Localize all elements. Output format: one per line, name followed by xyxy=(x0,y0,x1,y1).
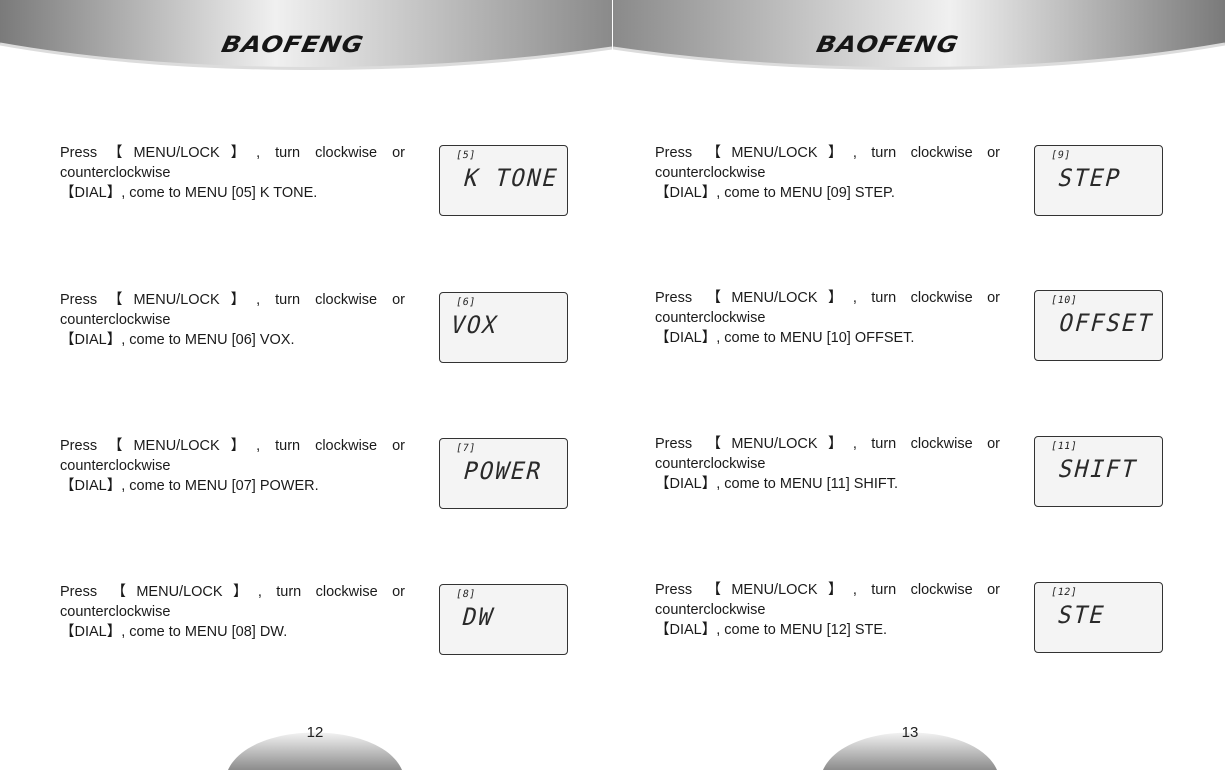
entry-line: counterclockwise xyxy=(60,312,171,328)
menu-entry-10: Press 【MENU/LOCK】, turn clockwise or cou… xyxy=(655,288,1000,348)
entry-line: Press 【MENU/LOCK】, turn clockwise or xyxy=(655,582,1000,598)
page-right: BAOFENG Press 【MENU/LOCK】, turn clockwis… xyxy=(613,0,1225,770)
lcd-display-06: [6] VOX xyxy=(439,292,568,363)
entry-line: 【DIAL】, come to MENU [07] POWER. xyxy=(60,478,319,494)
header-banner xyxy=(0,0,612,71)
lcd-menu-text: SHIFT xyxy=(1055,455,1141,483)
lcd-menu-text: VOX xyxy=(447,311,502,339)
entry-line: Press 【MENU/LOCK】, turn clockwise or xyxy=(655,436,1000,452)
menu-entry-09: Press 【MENU/LOCK】, turn clockwise or cou… xyxy=(655,143,1000,203)
entry-line: 【DIAL】, come to MENU [11] SHIFT. xyxy=(655,476,899,492)
entry-line: 【DIAL】, come to MENU [06] VOX. xyxy=(60,332,295,348)
entry-line: 【DIAL】, come to MENU [10] OFFSET. xyxy=(655,330,915,346)
lcd-menu-text: OFFSET xyxy=(1055,309,1157,337)
entry-line: 【DIAL】, come to MENU [09] STEP. xyxy=(655,185,895,201)
lcd-menu-text: STEP xyxy=(1055,164,1125,192)
entry-line: Press 【MENU/LOCK】, turn clockwise or xyxy=(655,290,1000,306)
page-left: BAOFENG Press【MENU/LOCK】, turn clockwise… xyxy=(0,0,612,770)
header-banner xyxy=(613,0,1225,71)
entry-line: Press【MENU/LOCK】, turn clockwise or xyxy=(60,292,405,308)
lcd-menu-number: [5] xyxy=(455,150,477,161)
lcd-display-09: [9] STEP xyxy=(1034,145,1163,216)
lcd-menu-text: K TONE xyxy=(460,164,562,192)
page-number: 13 xyxy=(901,724,919,741)
entry-line: 【DIAL】, come to MENU [08] DW. xyxy=(60,624,288,640)
menu-entry-06: Press【MENU/LOCK】, turn clockwise or coun… xyxy=(60,290,405,350)
lcd-menu-text: DW xyxy=(459,603,498,631)
lcd-display-11: [11] SHIFT xyxy=(1034,436,1163,507)
entry-line: Press【MENU/LOCK】, turn clockwise or xyxy=(60,145,405,161)
entry-line: counterclockwise xyxy=(655,310,766,326)
lcd-menu-number: [9] xyxy=(1050,150,1072,161)
lcd-menu-number: [10] xyxy=(1050,295,1079,306)
lcd-display-07: [7] POWER xyxy=(439,438,568,509)
entry-line: counterclockwise xyxy=(60,165,171,181)
footer-tab xyxy=(228,732,402,770)
lcd-display-08: [8] DW xyxy=(439,584,568,655)
entry-line: counterclockwise xyxy=(655,602,766,618)
lcd-menu-number: [11] xyxy=(1050,441,1079,452)
entry-line: 【DIAL】, come to MENU [12] STE. xyxy=(655,622,888,638)
page-number: 12 xyxy=(306,724,324,741)
lcd-display-05: [5] K TONE xyxy=(439,145,568,216)
entry-line: Press【MENU/LOCK】, turn clockwise or xyxy=(60,438,405,454)
entry-line: Press 【MENU/LOCK】, turn clockwise or xyxy=(60,584,405,600)
lcd-display-12: [12] STE xyxy=(1034,582,1163,653)
entry-line: 【DIAL】, come to MENU [05] K TONE. xyxy=(60,185,318,201)
entry-line: counterclockwise xyxy=(60,458,171,474)
lcd-menu-text: POWER xyxy=(460,457,546,485)
lcd-display-10: [10] OFFSET xyxy=(1034,290,1163,361)
lcd-menu-number: [12] xyxy=(1050,587,1079,598)
entry-line: counterclockwise xyxy=(655,456,766,472)
brand-logo: BAOFENG xyxy=(814,31,962,58)
menu-entry-11: Press 【MENU/LOCK】, turn clockwise or cou… xyxy=(655,434,1000,494)
entry-line: counterclockwise xyxy=(655,165,766,181)
lcd-menu-number: [6] xyxy=(455,297,477,308)
lcd-menu-number: [7] xyxy=(455,443,477,454)
brand-logo: BAOFENG xyxy=(219,31,367,58)
menu-entry-12: Press 【MENU/LOCK】, turn clockwise or cou… xyxy=(655,580,1000,640)
menu-entry-05: Press【MENU/LOCK】, turn clockwise or coun… xyxy=(60,143,405,203)
footer-tab xyxy=(823,732,997,770)
menu-entry-08: Press 【MENU/LOCK】, turn clockwise or cou… xyxy=(60,582,405,642)
entry-line: counterclockwise xyxy=(60,604,171,620)
entry-line: Press 【MENU/LOCK】, turn clockwise or xyxy=(655,145,1000,161)
lcd-menu-text: STE xyxy=(1054,601,1109,629)
lcd-menu-number: [8] xyxy=(455,589,477,600)
menu-entry-07: Press【MENU/LOCK】, turn clockwise or coun… xyxy=(60,436,405,496)
